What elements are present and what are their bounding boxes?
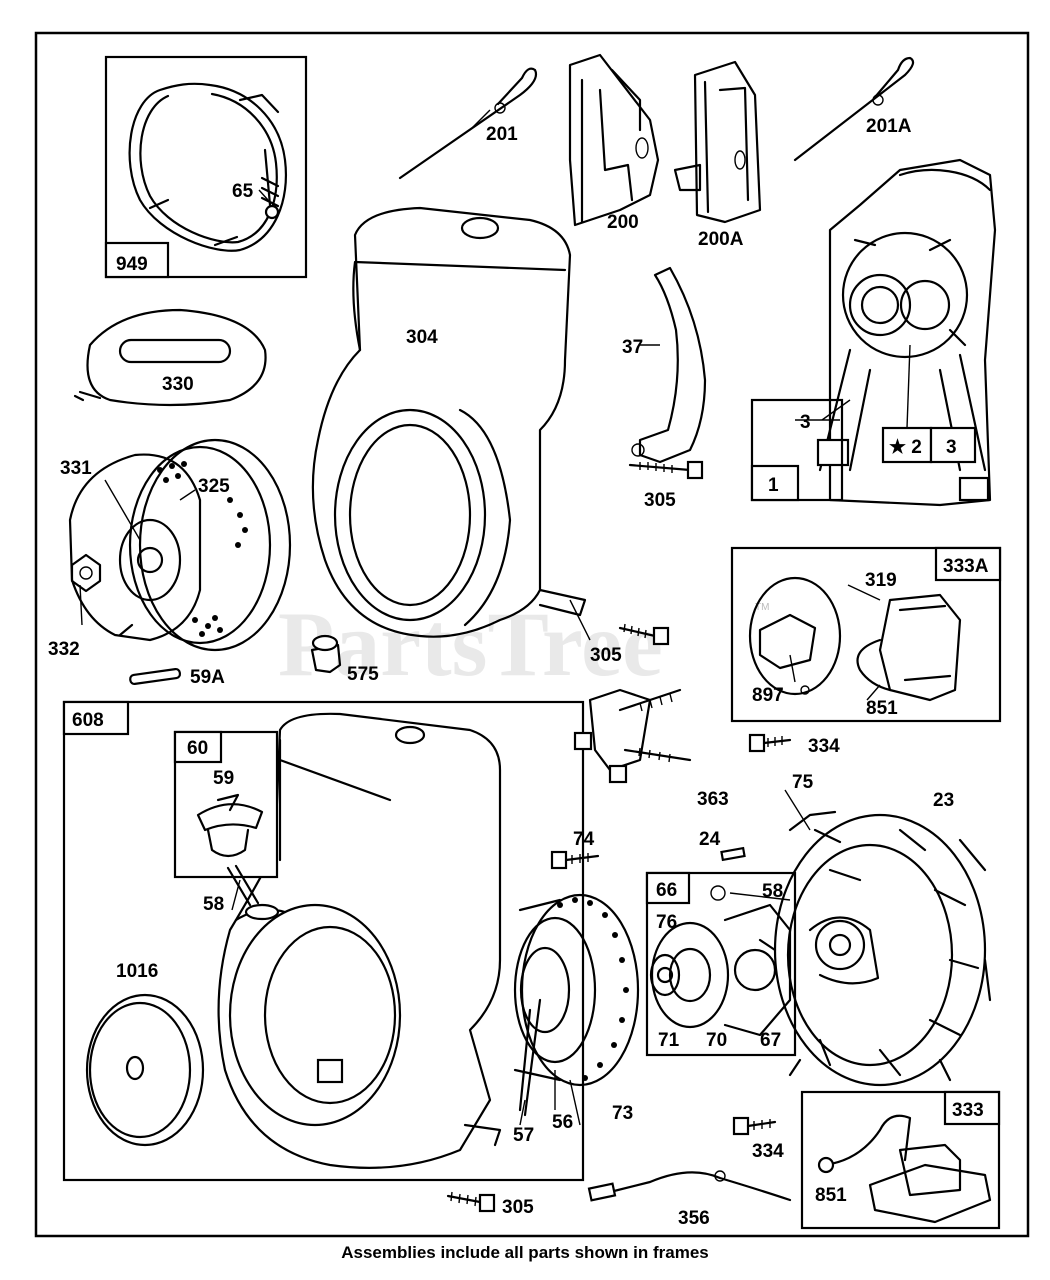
- frame-608: [62, 700, 585, 1182]
- label-24: 24: [699, 829, 721, 850]
- bolt-74: [550, 850, 600, 870]
- label-897: 897: [752, 685, 784, 706]
- flywheel-23: [758, 810, 992, 1087]
- part-897: [748, 576, 842, 696]
- starter-clutch-56: [513, 893, 640, 1117]
- label-59: 59: [213, 768, 234, 789]
- label-23: 23: [933, 790, 954, 811]
- part-575: [310, 634, 342, 674]
- part-201-link: [398, 67, 538, 180]
- bolt-305-c: [446, 1191, 496, 1213]
- frame-66: [645, 871, 797, 1057]
- frame-60: [173, 730, 279, 879]
- label-332: 332: [48, 639, 80, 660]
- label-333A: 333A: [943, 556, 989, 577]
- label-37: 37: [622, 337, 643, 358]
- frame-333: [800, 1090, 1001, 1230]
- label-58-b: 58: [762, 881, 783, 902]
- label-330: 330: [162, 374, 194, 395]
- label-74: 74: [573, 829, 595, 850]
- label-331: 331: [60, 458, 92, 479]
- label-363: 363: [697, 789, 729, 810]
- blower-housing-304: [311, 206, 587, 638]
- label-65: 65: [232, 181, 254, 202]
- bolt-305-b: [618, 623, 670, 646]
- wire-356: [587, 1170, 792, 1202]
- label-334-b: 334: [752, 1141, 784, 1162]
- part-319: [856, 593, 962, 702]
- part-200A-bracket: [673, 60, 762, 224]
- caption: Assemblies include all parts shown in fr…: [341, 1243, 709, 1262]
- governor-link-part: [128, 82, 287, 252]
- rotating-screen-325: [68, 438, 292, 652]
- label-71: 71: [658, 1030, 680, 1051]
- label-67: 67: [760, 1030, 781, 1051]
- label-319: 319: [865, 570, 897, 591]
- key-24: [720, 846, 746, 862]
- frame-949: [104, 55, 308, 279]
- label-1: 1: [768, 475, 779, 496]
- label-70: 70: [706, 1030, 727, 1051]
- label-201A: 201A: [866, 116, 912, 137]
- label-333: 333: [952, 1100, 984, 1121]
- bracket-363: [573, 688, 692, 784]
- part-330-wire: [73, 308, 267, 407]
- label-305-a: 305: [644, 490, 676, 511]
- part-200-bracket: [568, 53, 660, 227]
- watermark: PartsTree: [278, 593, 663, 695]
- label-2-star: ★ 2: [889, 437, 922, 458]
- label-1016: 1016: [116, 961, 158, 982]
- label-75: 75: [792, 772, 814, 793]
- label-73: 73: [612, 1103, 633, 1124]
- bolt-334-a: [748, 733, 792, 753]
- label-56: 56: [552, 1112, 573, 1133]
- label-58-a: 58: [203, 894, 224, 915]
- label-851-b: 851: [815, 1185, 847, 1206]
- label-608: 608: [72, 710, 104, 731]
- label-200A: 200A: [698, 229, 744, 250]
- label-356: 356: [678, 1208, 710, 1229]
- part-201A-link: [793, 56, 915, 162]
- label-76: 76: [656, 912, 677, 933]
- bolt-334-b: [732, 1116, 777, 1136]
- label-325: 325: [198, 476, 230, 497]
- trademark-mark: TM: [755, 602, 769, 613]
- label-200: 200: [607, 212, 639, 233]
- label-59A: 59A: [190, 667, 225, 688]
- outer-frame: [34, 31, 1030, 1238]
- label-66: 66: [656, 880, 677, 901]
- label-305-b: 305: [590, 645, 622, 666]
- label-60: 60: [187, 738, 208, 759]
- bolt-305-a: [628, 460, 704, 480]
- label-334-a: 334: [808, 736, 840, 757]
- leader-lines: [79, 109, 881, 1126]
- label-949: 949: [116, 254, 148, 275]
- label-575: 575: [347, 664, 379, 685]
- label-304: 304: [406, 327, 438, 348]
- label-3b: 3: [946, 437, 957, 458]
- label-57: 57: [513, 1125, 534, 1146]
- label-3a: 3: [800, 412, 811, 433]
- air-guide-37: [631, 266, 707, 464]
- label-201: 201: [486, 124, 518, 145]
- frame-333A: [730, 546, 1002, 723]
- label-305-c: 305: [502, 1197, 534, 1218]
- pin-59A: [129, 667, 182, 686]
- frame-1: [750, 344, 977, 502]
- disc-1016: [85, 993, 205, 1147]
- label-851-a: 851: [866, 698, 898, 719]
